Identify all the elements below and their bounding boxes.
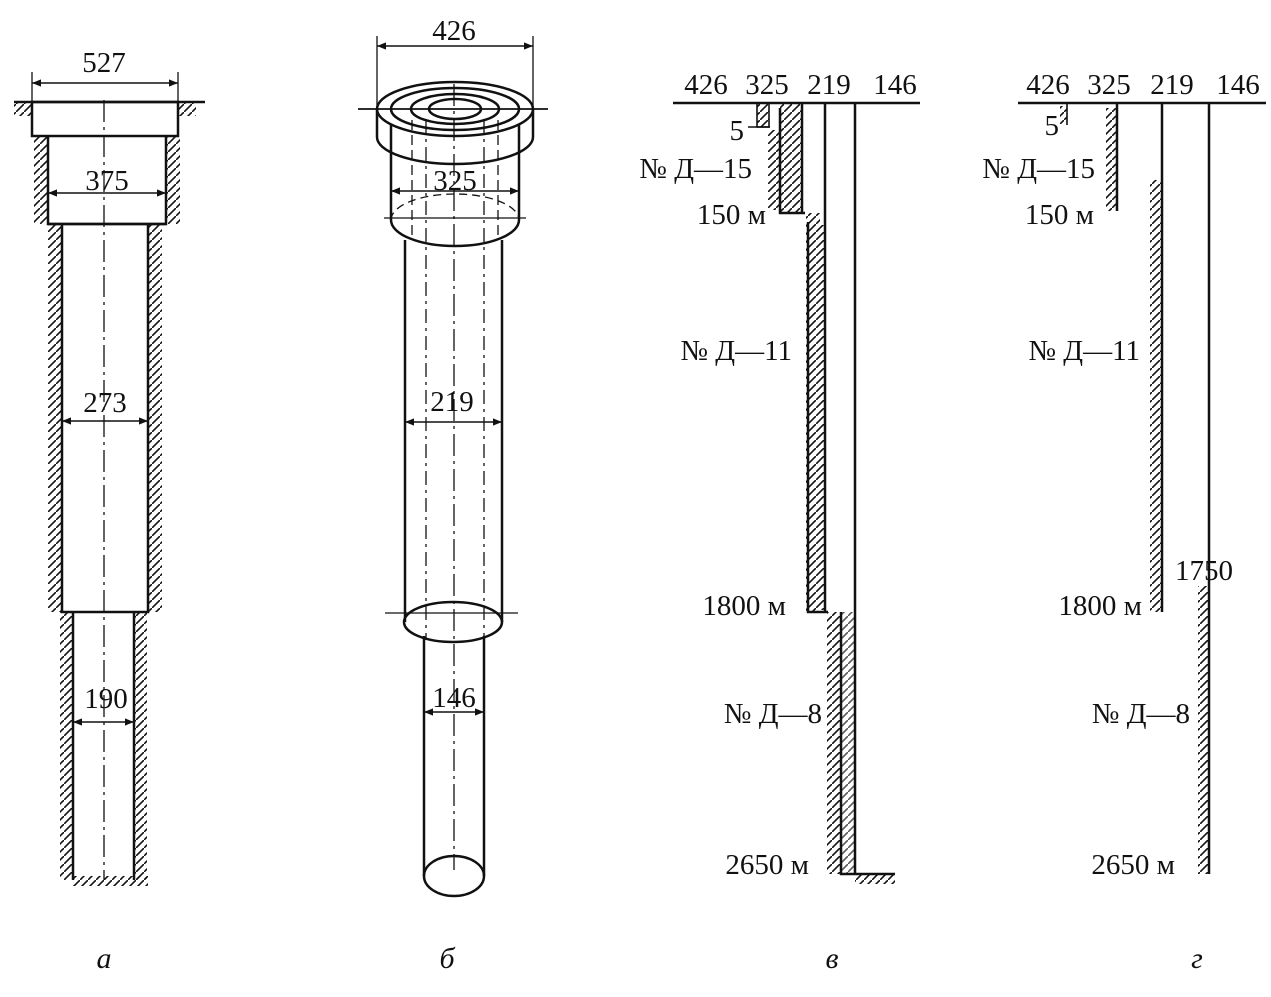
figure-g (1018, 101, 1266, 874)
wall-hatch (148, 224, 162, 612)
header-325: 325 (1087, 69, 1131, 101)
depth-2650: 2650 м (1091, 849, 1175, 881)
casing-d11-label: № Д—11 (680, 335, 792, 367)
section-527 (30, 100, 180, 138)
depth-2650: 2650 м (725, 849, 809, 881)
dim-219: 219 (430, 386, 474, 418)
caption-v: в (825, 942, 838, 975)
wall-hatch (34, 136, 48, 224)
wall-hatch (134, 612, 147, 880)
casing-426 (756, 102, 770, 128)
casing-325 (780, 103, 802, 213)
cylinder-219-bottom (402, 600, 504, 644)
bottom-hatch (73, 876, 148, 886)
casing-d11-label: № Д—11 (1028, 335, 1140, 367)
header-219: 219 (807, 69, 851, 101)
casing-d8-label: № Д—8 (1092, 698, 1190, 730)
header-146: 146 (873, 69, 917, 101)
dim-375: 375 (85, 165, 129, 197)
ground-hatch (14, 102, 32, 116)
header-426: 426 (1026, 69, 1070, 101)
header-146: 146 (1216, 69, 1260, 101)
casing-d8-label: № Д—8 (724, 698, 822, 730)
caption-g: г (1191, 942, 1203, 975)
caption-a: а (97, 942, 112, 975)
dim-273: 273 (83, 387, 127, 419)
header-426: 426 (684, 69, 728, 101)
dim-190: 190 (84, 683, 128, 715)
cylinder-426-bottom (375, 136, 535, 166)
figure-b (358, 36, 548, 898)
depth-1750: 1750 (1175, 555, 1233, 587)
header-219: 219 (1150, 69, 1194, 101)
depth-5: 5 (1045, 110, 1060, 142)
depth-150: 150 м (697, 199, 766, 231)
dim-146: 146 (432, 682, 476, 714)
figure-a (14, 72, 205, 886)
depth-1800: 1800 м (1058, 590, 1142, 622)
casing-d15-label: № Д—15 (982, 153, 1095, 185)
depth-150: 150 м (1025, 199, 1094, 231)
figure-v (673, 101, 920, 884)
annulus-hatch (806, 213, 820, 613)
cylinder-325-bottom (389, 219, 521, 248)
dim-426: 426 (432, 15, 476, 47)
wall-hatch (60, 612, 73, 880)
depth-5: 5 (730, 115, 745, 147)
depth-1800: 1800 м (702, 590, 786, 622)
ground-hatch (178, 102, 196, 116)
casing-d15-label: № Д—15 (639, 153, 752, 185)
caption-b: б (439, 942, 455, 975)
wall-hatch (166, 136, 180, 224)
dim-325: 325 (433, 165, 477, 197)
wall-hatch (48, 224, 62, 612)
dim-527: 527 (82, 47, 126, 79)
header-325: 325 (745, 69, 789, 101)
